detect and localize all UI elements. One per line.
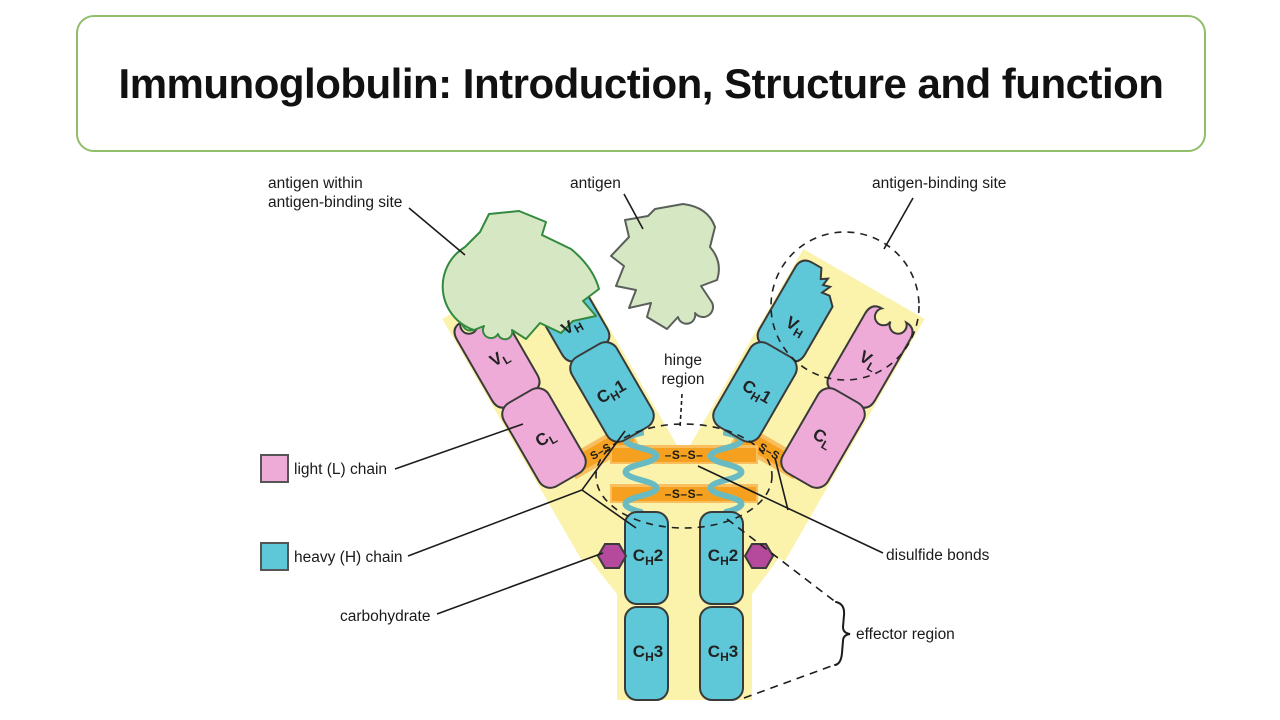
domain-label-ch3-left: CH3 [632,642,664,664]
label-antigen: antigen [570,175,621,192]
leader-antigen-within [408,207,466,256]
hinge-squiggle-right [707,419,750,515]
leader-antigen-binding-site [883,197,914,250]
legend-swatch-heavy-chain [260,542,289,571]
domain-vh-right [756,259,834,363]
legend-swatch-light-chain [260,454,289,483]
label-heavy-chain: heavy (H) chain [294,549,403,566]
domain-ch1-left [569,341,655,443]
page-title: Immunoglobulin: Introduction, Structure … [118,59,1164,107]
label-disulfide-bonds: disulfide bonds [886,547,990,564]
label-hinge-region: hinge region [661,352,705,388]
leader-antigen [623,193,644,230]
domain-ch1-right [712,341,798,443]
leader-hinge-region [679,393,683,429]
label-antigen-within-binding-site: antigen within antigen-binding site [268,175,403,211]
domain-label-ch2-right: CH2 [707,546,739,568]
antigen-binding-site-circle [770,231,920,381]
domain-label-ch2-left: CH2 [632,546,664,568]
antigen-free [610,203,720,330]
domain-ch3-left [624,606,669,701]
ss-band-hinge-lower [610,484,758,503]
domain-ch2-right [699,511,744,605]
antigen-bound [441,210,600,341]
domain-cl-right [780,387,866,489]
carbohydrate-hexagon-left [596,543,628,569]
ss-text-hinge-lower: –S–S– [664,487,704,501]
leader-light-chain [394,423,524,470]
leader-disulfide-bonds [697,457,884,554]
effector-region-brace [834,601,851,666]
hinge-squiggle-left [617,419,660,515]
effector-region-dashed-lines [726,518,838,699]
domain-label-ch3-right: CH3 [707,642,739,664]
leader-heavy-chain [407,430,637,557]
hinge-region-ellipse [595,423,773,529]
label-antigen-binding-site: antigen-binding site [872,175,1007,192]
leader-carbohydrate [436,552,604,615]
ss-text-hinge-upper: –S–S– [664,448,704,462]
carbohydrate-hexagon-right [743,543,775,569]
label-effector-region: effector region [856,626,955,643]
title-box: Immunoglobulin: Introduction, Structure … [76,15,1206,152]
domain-cl-left [501,387,587,489]
label-carbohydrate: carbohydrate [340,608,431,625]
label-light-chain: light (L) chain [294,461,388,478]
domain-ch3-right [699,606,744,701]
